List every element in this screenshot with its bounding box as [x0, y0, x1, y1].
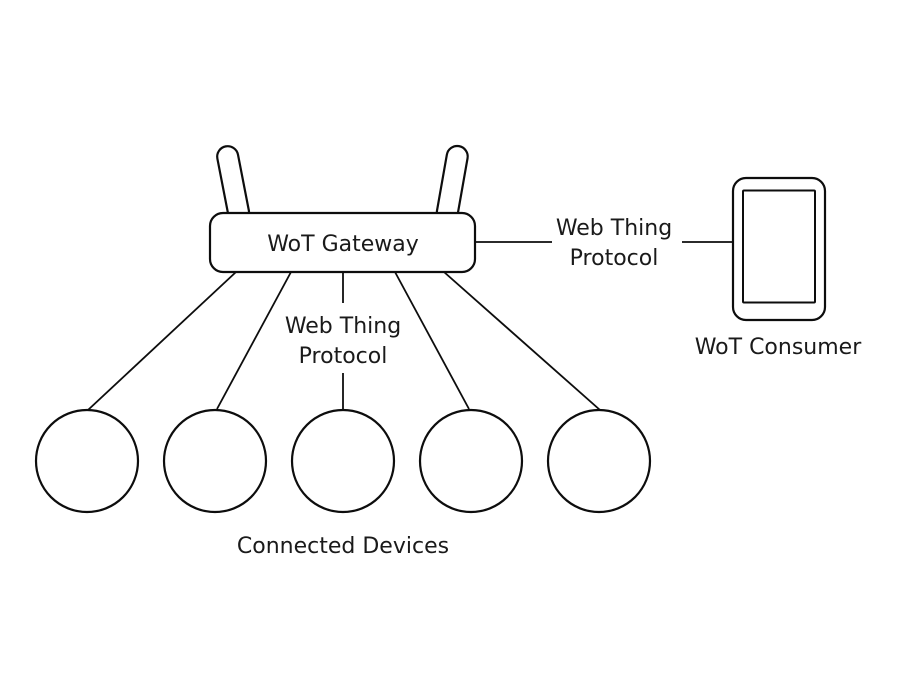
center-protocol-line1: Web Thing	[285, 314, 401, 339]
right-protocol-line2: Protocol	[570, 246, 659, 271]
right-protocol-line1: Web Thing	[556, 216, 672, 241]
gateway-label: WoT Gateway	[267, 232, 419, 257]
device-nodes: Connected Devices	[34, 408, 652, 559]
gateway-device-connectors	[87, 271, 601, 411]
device-node-2	[162, 408, 268, 514]
consumer-node: WoT Consumer	[695, 176, 862, 360]
device-node-1	[34, 408, 140, 514]
right-protocol-label: Web Thing Protocol	[556, 216, 672, 271]
consumer-label: WoT Consumer	[695, 335, 862, 360]
smartphone-screen-icon	[742, 189, 816, 304]
devices-label: Connected Devices	[237, 534, 449, 559]
center-protocol-label: Web Thing Protocol	[285, 314, 401, 369]
connector-line-device-4	[394, 271, 470, 410]
connector-line-device-1	[87, 271, 237, 411]
device-node-3	[290, 408, 396, 514]
router-body-icon	[208, 211, 477, 274]
device-node-5	[546, 408, 652, 514]
gateway-node: WoT Gateway	[208, 144, 477, 274]
connector-line-device-5	[443, 271, 601, 411]
connector-line-device-2	[216, 271, 292, 410]
center-protocol-line2: Protocol	[299, 344, 388, 369]
device-node-4	[418, 408, 524, 514]
